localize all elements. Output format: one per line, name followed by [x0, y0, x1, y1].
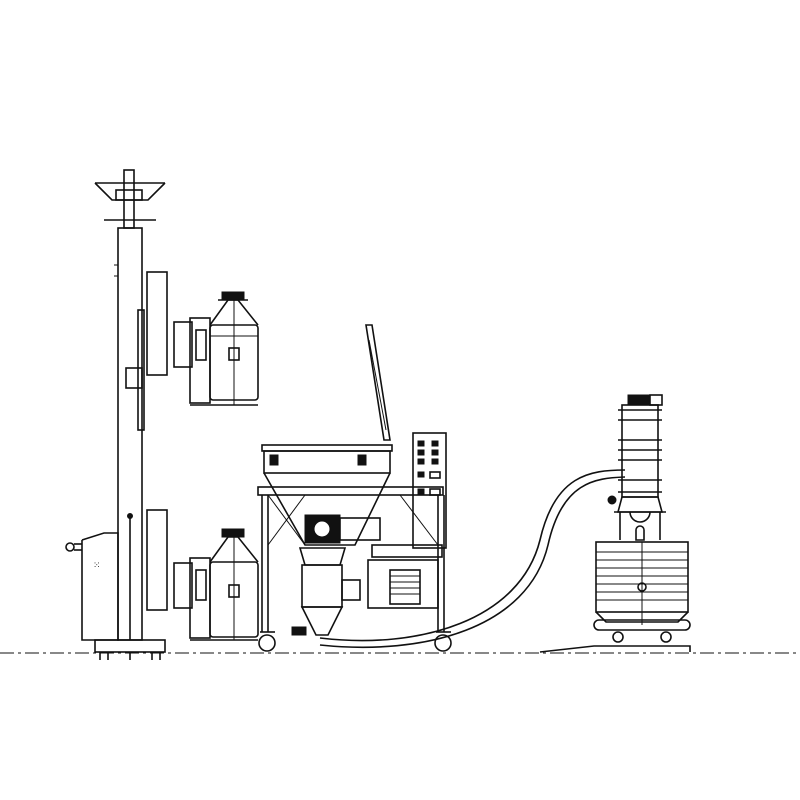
control-panel: [412, 432, 447, 549]
vacuum-conveyor-receiver: [607, 394, 666, 541]
lower-container: [173, 528, 259, 641]
svg-text:⁙: ⁙: [93, 560, 101, 570]
conveying-hose: [319, 469, 626, 649]
column-lifter: ⁙: [65, 169, 168, 660]
bag-dump-station: [257, 324, 452, 652]
upper-container: [173, 291, 259, 406]
receiving-bin: [539, 541, 691, 653]
